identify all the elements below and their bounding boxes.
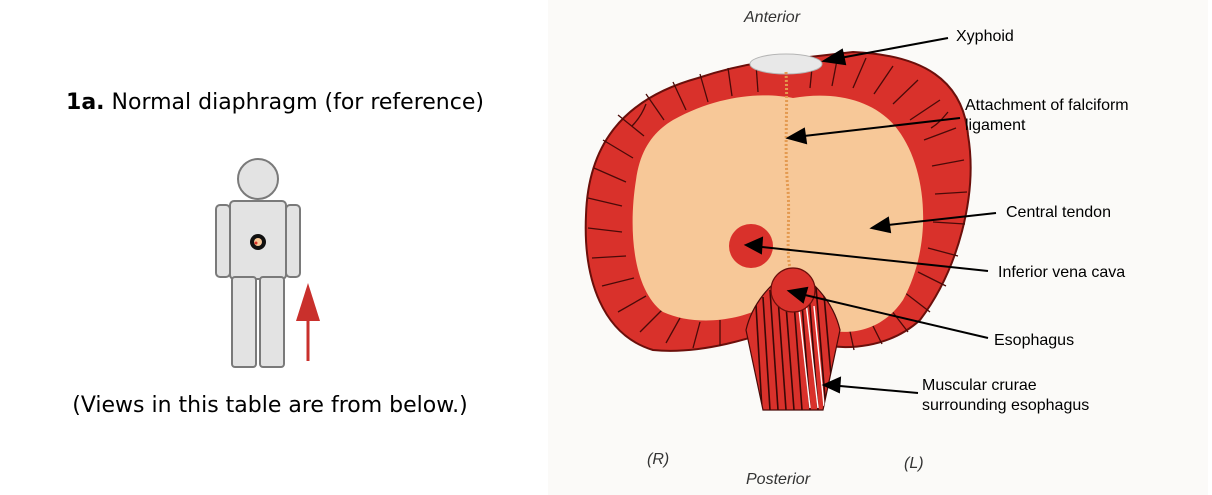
esophagus-label: Esophagus (994, 332, 1074, 349)
view-note: (Views in this table are from below.) (0, 393, 540, 418)
human-figure-icon (210, 155, 330, 375)
ivc-label: Inferior vena cava (998, 264, 1125, 281)
xyphoid-label: Xyphoid (956, 28, 1014, 45)
caption-text: Normal diaphragm (for reference) (105, 90, 484, 115)
caption-number: 1a. (66, 90, 105, 115)
figure-caption: 1a. Normal diaphragm (for reference) (40, 88, 510, 118)
figure-left-arm (216, 205, 230, 277)
right-side-label: (R) (647, 451, 669, 468)
xyphoid-shape (750, 54, 822, 74)
crurae-label-line1: Muscular crurae (922, 377, 1037, 394)
central-tendon-label: Central tendon (1006, 204, 1111, 221)
figure-head (238, 159, 278, 199)
crurae-label-line2: surrounding esophagus (922, 397, 1089, 414)
figure-left-leg (232, 277, 256, 367)
mini-diaphragm-icon (250, 234, 266, 250)
left-side-label: (L) (904, 455, 924, 472)
figure-right-arm (286, 205, 300, 277)
falciform-label-line1: Attachment of falciform (965, 97, 1129, 114)
view-direction-arrow-icon (296, 283, 320, 361)
figure-right-leg (260, 277, 284, 367)
reference-panel: 1a. Normal diaphragm (for reference) (Vi… (0, 0, 540, 495)
falciform-label-line2: ligament (965, 117, 1026, 134)
posterior-label: Posterior (746, 471, 811, 488)
diaphragm-diagram: Anterior Posterior (R) (L) Xyphoid Attac… (548, 0, 1208, 495)
anterior-label: Anterior (743, 9, 801, 26)
